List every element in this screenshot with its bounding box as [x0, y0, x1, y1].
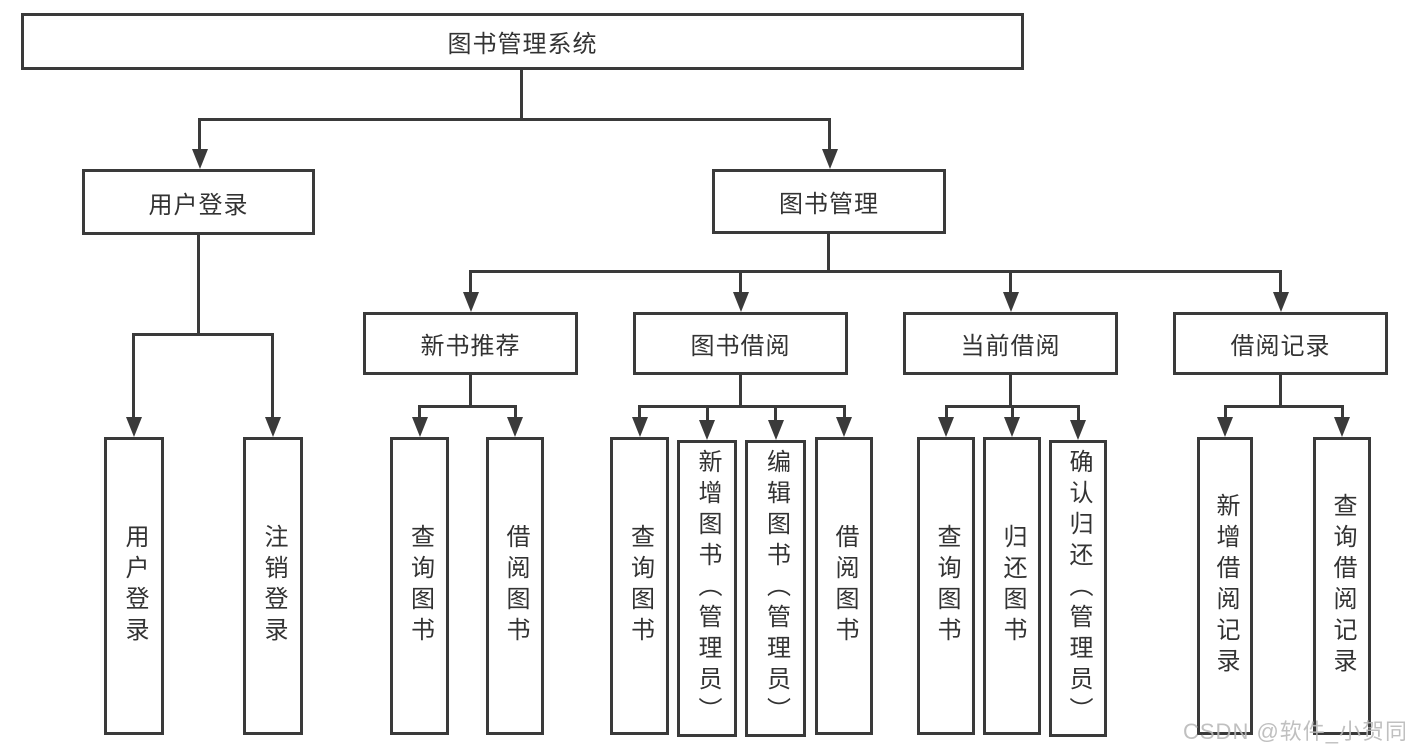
connector-line — [1009, 375, 1012, 407]
connector-line — [843, 405, 846, 417]
node-borrow-record: 借阅记录 — [1173, 312, 1388, 375]
connector-line — [469, 270, 1281, 273]
connector-line — [1224, 405, 1227, 417]
connector-line — [514, 405, 517, 417]
node-cb-confirm-return: 确认归还（管理员） — [1049, 440, 1107, 737]
node-book-borrow: 图书借阅 — [633, 312, 848, 375]
node-cb-query-book: 查询图书 — [917, 437, 975, 735]
arrowhead-icon — [1003, 292, 1019, 312]
arrowhead-icon — [126, 417, 142, 437]
connector-line — [469, 270, 472, 294]
connector-line — [1011, 405, 1014, 417]
connector-line — [198, 118, 831, 121]
node-user-login-branch: 用户登录 — [82, 169, 315, 235]
connector-line — [469, 375, 472, 407]
arrowhead-icon — [822, 149, 838, 169]
node-current-borrow: 当前借阅 — [903, 312, 1118, 375]
connector-line — [1009, 270, 1012, 294]
node-cb-return-book: 归还图书 — [983, 437, 1041, 735]
arrowhead-icon — [768, 420, 784, 440]
node-login: 用户登录 — [104, 437, 164, 735]
node-nbr-borrow-book: 借阅图书 — [486, 437, 544, 735]
connector-line — [1077, 405, 1080, 420]
connector-line — [197, 235, 200, 336]
connector-line — [1279, 270, 1282, 294]
arrowhead-icon — [265, 417, 281, 437]
arrowhead-icon — [1217, 417, 1233, 437]
node-br-add-record: 新增借阅记录 — [1197, 437, 1253, 735]
connector-line — [828, 118, 831, 151]
arrowhead-icon — [507, 417, 523, 437]
connector-line — [638, 405, 641, 417]
connector-line — [418, 405, 517, 408]
node-book-management: 图书管理 — [712, 169, 946, 234]
arrowhead-icon — [938, 417, 954, 437]
node-bb-add-book: 新增图书（管理员） — [677, 440, 737, 737]
connector-line — [132, 333, 274, 336]
arrowhead-icon — [836, 417, 852, 437]
connector-line — [774, 405, 777, 420]
arrowhead-icon — [1070, 420, 1086, 440]
watermark: CSDN @软件_小贺同学 — [1183, 719, 1405, 744]
node-bb-query-book: 查询图书 — [610, 437, 669, 735]
connector-line — [418, 405, 421, 417]
arrowhead-icon — [699, 420, 715, 440]
arrowhead-icon — [463, 292, 479, 312]
node-bb-borrow-book: 借阅图书 — [815, 437, 873, 735]
arrowhead-icon — [1334, 417, 1350, 437]
arrowhead-icon — [412, 417, 428, 437]
arrowhead-icon — [733, 292, 749, 312]
connector-line — [1224, 405, 1344, 408]
connector-line — [827, 234, 830, 272]
connector-line — [520, 70, 523, 120]
connector-line — [739, 270, 742, 294]
connector-line — [198, 118, 201, 151]
node-br-query-record: 查询借阅记录 — [1313, 437, 1371, 735]
arrowhead-icon — [192, 149, 208, 169]
connector-line — [271, 333, 274, 417]
arrowhead-icon — [1273, 292, 1289, 312]
node-nbr-query-book: 查询图书 — [390, 437, 449, 735]
arrowhead-icon — [632, 417, 648, 437]
connector-line — [945, 405, 948, 417]
node-root: 图书管理系统 — [21, 13, 1024, 70]
node-bb-edit-book: 编辑图书（管理员） — [745, 440, 806, 737]
node-new-book-rec: 新书推荐 — [363, 312, 578, 375]
node-logout: 注销登录 — [243, 437, 303, 735]
connector-line — [706, 405, 709, 420]
connector-line — [1279, 375, 1282, 407]
connector-line — [739, 375, 742, 407]
arrowhead-icon — [1004, 417, 1020, 437]
connector-line — [1341, 405, 1344, 417]
connector-line — [638, 405, 846, 408]
connector-line — [132, 333, 135, 417]
